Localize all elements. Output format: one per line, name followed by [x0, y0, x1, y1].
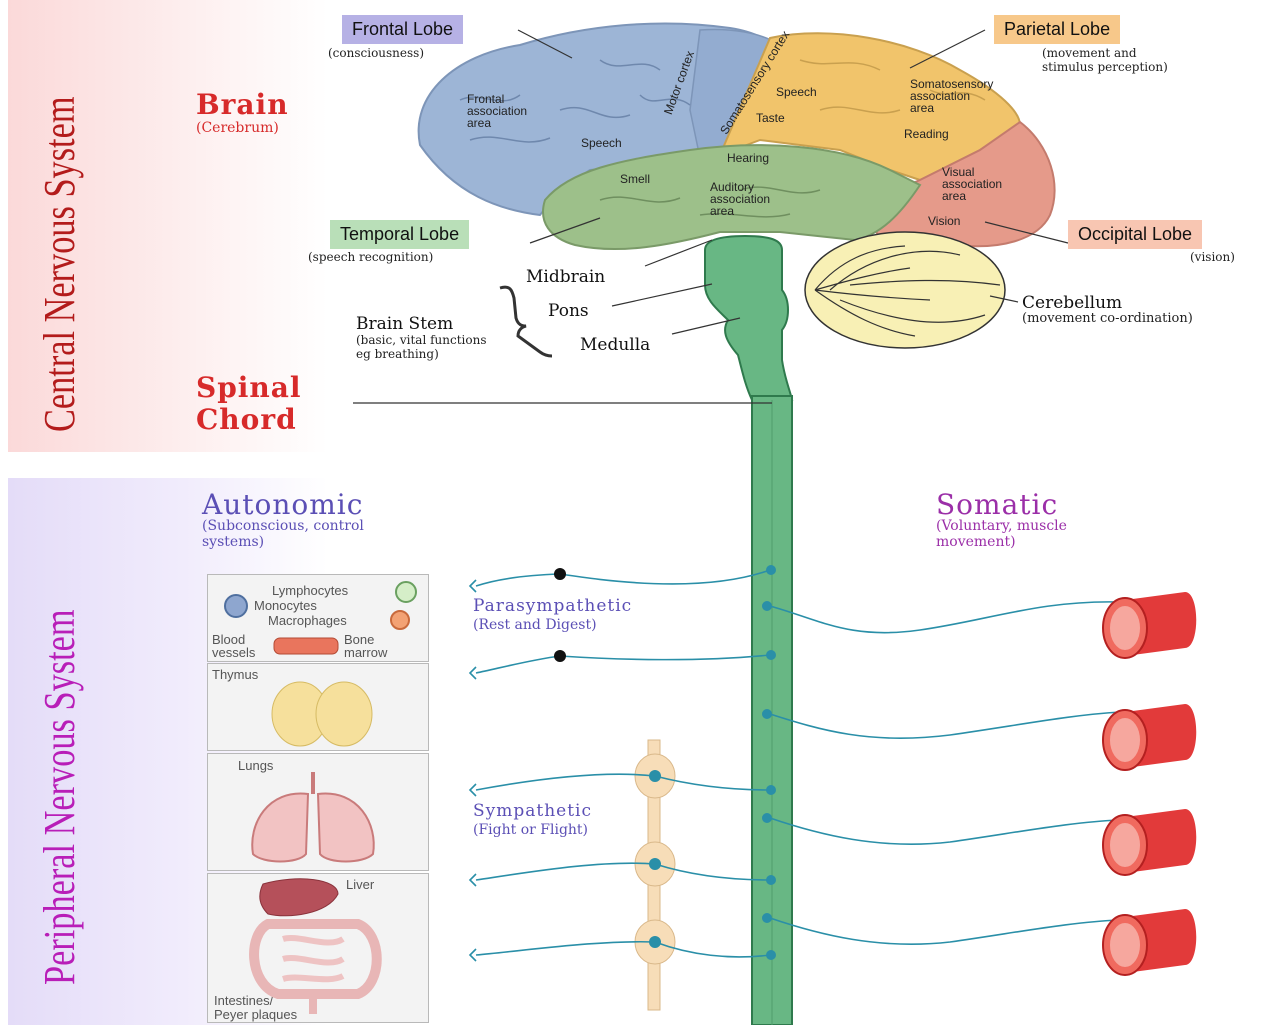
somatic-sub-1: (Voluntary, muscle [936, 518, 1067, 534]
brain-subtitle: (Cerebrum) [196, 120, 279, 136]
taste-area: Taste [756, 112, 785, 124]
parasympathetic-sub: (Rest and Digest) [473, 617, 597, 633]
occipital-lobe-desc: (vision) [1190, 250, 1235, 264]
frontal-lobe-label: Frontal Lobe [342, 15, 463, 44]
sympathetic-chain [635, 740, 675, 1010]
parasympathetic-title: Parasympathetic [473, 598, 632, 614]
parietal-lobe-desc-2: stimulus perception) [1042, 60, 1168, 74]
frontal-lobe-desc: (consciousness) [328, 46, 424, 60]
speech-area-front: Speech [581, 137, 622, 149]
autonomic-sub-1: (Subconscious, control [202, 518, 364, 534]
parietal-lobe-label: Parietal Lobe [994, 15, 1120, 44]
brain-stem-desc-1: (basic, vital functions [356, 333, 487, 347]
temporal-lobe-label: Temporal Lobe [330, 220, 469, 249]
cerebellum-label: Cerebellum [1022, 293, 1122, 313]
somatic-sub-2: movement) [936, 534, 1016, 550]
spinal-line-2: Chord [196, 404, 302, 436]
autonomic-title: Autonomic [202, 488, 363, 521]
brain-title: Brain [196, 88, 289, 121]
smell-area: Smell [620, 173, 650, 185]
speech-area-top: Speech [776, 86, 817, 98]
autonomic-sub-2: systems) [202, 534, 264, 550]
reading-area: Reading [904, 128, 949, 140]
thymus-panel: Thymus [207, 663, 429, 751]
brainstem-shape [705, 236, 792, 400]
brain-stem-desc-2: eg breathing) [356, 347, 439, 361]
spinal-chord-label: Spinal Chord [196, 372, 302, 436]
occipital-lobe-label: Occipital Lobe [1068, 220, 1202, 249]
muscle-fibers [1103, 592, 1196, 975]
cerebellum-desc: (movement co-ordination) [1022, 312, 1193, 326]
pons-label: Pons [548, 301, 589, 321]
parietal-lobe-desc-1: (movement and [1042, 46, 1137, 60]
sympathetic-title: Sympathetic [473, 803, 592, 819]
midbrain-label: Midbrain [526, 267, 605, 287]
spinal-line-1: Spinal [196, 372, 302, 404]
somatic-title: Somatic [936, 488, 1058, 521]
lungs-panel: Lungs [207, 753, 429, 871]
hearing-area: Hearing [727, 152, 769, 164]
sympathetic-sub: (Fight or Flight) [473, 822, 588, 838]
vision-area: Vision [928, 215, 960, 227]
medulla-label: Medulla [580, 335, 650, 355]
temporal-lobe-desc: (speech recognition) [308, 250, 433, 264]
immune-cells-panel: Lymphocytes Monocytes Macrophages Blood … [207, 574, 429, 662]
cerebellum-shape [805, 232, 1005, 348]
liver-intestines-panel: Liver Intestines/ Peyer plaques [207, 873, 429, 1023]
brain-stem-title: Brain Stem [356, 314, 453, 334]
